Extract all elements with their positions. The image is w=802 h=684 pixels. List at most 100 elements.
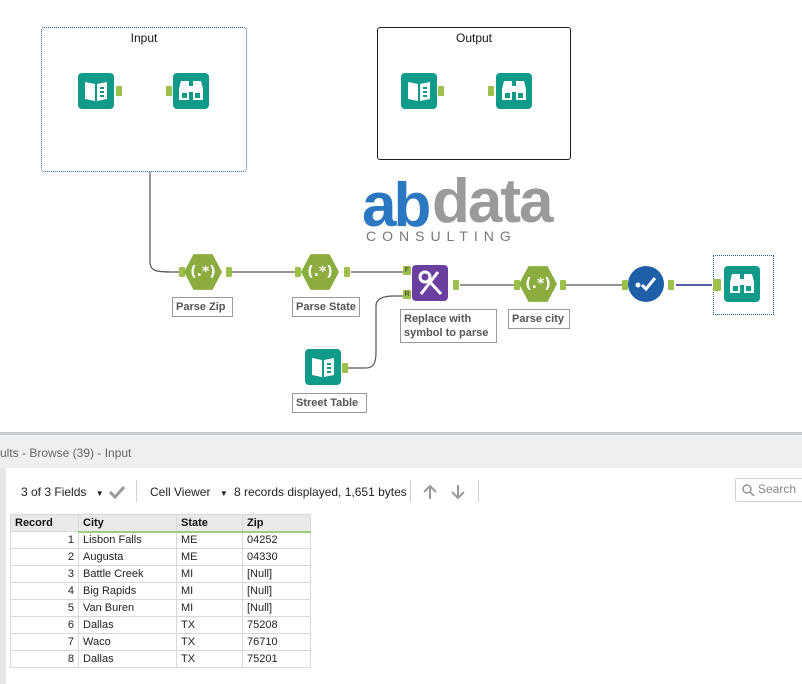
output-input-data-tool[interactable]: [401, 73, 437, 109]
city-cell: Augusta: [78, 548, 177, 566]
column-header-record[interactable]: Record: [10, 514, 79, 532]
output-anchor[interactable]: [668, 280, 674, 290]
search-icon: [742, 484, 755, 497]
output-browse-tool[interactable]: [496, 73, 532, 109]
cell-viewer-dropdown[interactable]: Cell Viewer ▼: [150, 485, 228, 499]
zip-cell: 04330: [242, 548, 311, 566]
table-row[interactable]: 6 Dallas TX 75208: [10, 616, 311, 634]
street-table-label: Street Table: [292, 393, 367, 413]
table-row[interactable]: 7 Waco TX 76710: [10, 633, 311, 651]
record-cell: 6: [10, 616, 79, 634]
zip-cell: [Null]: [242, 599, 311, 617]
input-anchor[interactable]: [179, 267, 185, 277]
column-header-zip[interactable]: Zip: [242, 514, 311, 533]
final-browse-tool[interactable]: [724, 266, 760, 302]
record-cell: 7: [10, 633, 79, 651]
browse-tool[interactable]: [173, 73, 209, 109]
state-cell: ME: [176, 548, 243, 566]
logo-data: data: [432, 167, 553, 236]
output-anchor[interactable]: [453, 280, 459, 290]
table-row[interactable]: 8 Dallas TX 75201: [10, 650, 311, 668]
binoculars-icon: [179, 81, 203, 100]
city-cell: Dallas: [78, 650, 177, 668]
state-cell: MI: [176, 582, 243, 600]
zip-cell: [Null]: [242, 582, 311, 600]
record-cell: 4: [10, 582, 79, 600]
results-toolbar: 3 of 3 Fields ▼ Cell Viewer ▼ 8 records …: [0, 468, 802, 514]
find-replace-icon: [418, 270, 443, 296]
book-icon: [408, 82, 430, 101]
toolbar-divider: [478, 480, 479, 502]
zip-cell: [Null]: [242, 565, 311, 583]
zip-cell: 75208: [242, 616, 311, 634]
state-cell: MI: [176, 599, 243, 617]
apply-check-icon[interactable]: [108, 484, 126, 500]
output-anchor[interactable]: [226, 267, 232, 277]
find-anchor[interactable]: F: [403, 266, 411, 275]
arrow-up-icon[interactable]: [421, 483, 439, 501]
search-input[interactable]: Search: [735, 478, 802, 502]
record-cell: 8: [10, 650, 79, 668]
record-cell: 1: [10, 531, 79, 549]
parse-zip-label: Parse Zip: [172, 297, 233, 317]
city-cell: Big Rapids: [78, 582, 177, 600]
parse-city-label: Parse city: [508, 309, 570, 329]
state-cell: TX: [176, 650, 243, 668]
city-cell: Waco: [78, 633, 177, 651]
state-cell: TX: [176, 616, 243, 634]
binoculars-icon: [502, 81, 526, 100]
chevron-down-icon: ▼: [219, 489, 228, 498]
state-cell: TX: [176, 633, 243, 651]
table-row[interactable]: 1 Lisbon Falls ME 04252: [10, 531, 311, 549]
table-row[interactable]: 4 Big Rapids MI [Null]: [10, 582, 311, 600]
toolbar-divider: [136, 480, 137, 502]
results-panel-header[interactable]: ults - Browse (39) - Input: [0, 432, 802, 468]
table-row[interactable]: 3 Battle Creek MI [Null]: [10, 565, 311, 583]
street-table-tool[interactable]: [305, 349, 341, 385]
input-container[interactable]: Input: [41, 27, 247, 172]
records-info: 8 records displayed, 1,651 bytes: [234, 485, 407, 499]
output-anchor[interactable]: [344, 267, 350, 277]
replace-label-line1: Replace with: [404, 313, 472, 325]
input-anchor[interactable]: [713, 279, 721, 291]
output-anchor[interactable]: [342, 363, 348, 373]
table-row[interactable]: 5 Van Buren MI [Null]: [10, 599, 311, 617]
replace-anchor[interactable]: R: [403, 290, 411, 299]
input-anchor[interactable]: [166, 86, 172, 96]
city-cell: Van Buren: [78, 599, 177, 617]
logo-consulting: CONSULTING: [366, 228, 517, 244]
checkmark-icon: [635, 277, 657, 292]
input-data-tool[interactable]: [78, 73, 114, 109]
find-replace-tool[interactable]: [412, 265, 448, 301]
logo-ab: ab: [362, 171, 431, 240]
column-header-city[interactable]: City: [78, 514, 177, 533]
table-row[interactable]: 2 Augusta ME 04330: [10, 548, 311, 566]
parse-state-label: Parse State: [292, 297, 360, 317]
select-tool[interactable]: [628, 266, 664, 302]
fields-selector[interactable]: 3 of 3 Fields ▼: [21, 485, 104, 499]
zip-cell: 04252: [242, 531, 311, 549]
left-panel-edge: [0, 468, 6, 684]
workflow-canvas[interactable]: Input Output: [0, 0, 802, 432]
results-grid[interactable]: Record City State Zip 1 Lisbon Falls ME …: [10, 514, 311, 668]
input-anchor[interactable]: [514, 280, 520, 290]
toolbar-divider: [410, 480, 411, 502]
replace-label: Replace with symbol to parse: [400, 309, 497, 343]
city-cell: Lisbon Falls: [78, 531, 177, 549]
output-anchor[interactable]: [560, 280, 566, 290]
input-anchor[interactable]: [295, 267, 301, 277]
output-container-title: Output: [455, 31, 493, 45]
output-anchor[interactable]: [438, 86, 444, 96]
replace-label-line2: symbol to parse: [404, 327, 489, 339]
search-placeholder: Search: [758, 482, 797, 496]
column-header-state[interactable]: State: [176, 514, 243, 533]
regex-icon[interactable]: (.*): [301, 254, 339, 290]
arrow-down-icon[interactable]: [449, 483, 467, 501]
input-anchor[interactable]: [488, 86, 494, 96]
output-container[interactable]: Output: [377, 27, 571, 160]
record-cell: 2: [10, 548, 79, 566]
output-anchor[interactable]: [116, 86, 122, 96]
input-anchor[interactable]: [622, 280, 628, 290]
cell-viewer-label: Cell Viewer: [150, 485, 211, 499]
chevron-down-icon: ▼: [95, 489, 104, 498]
